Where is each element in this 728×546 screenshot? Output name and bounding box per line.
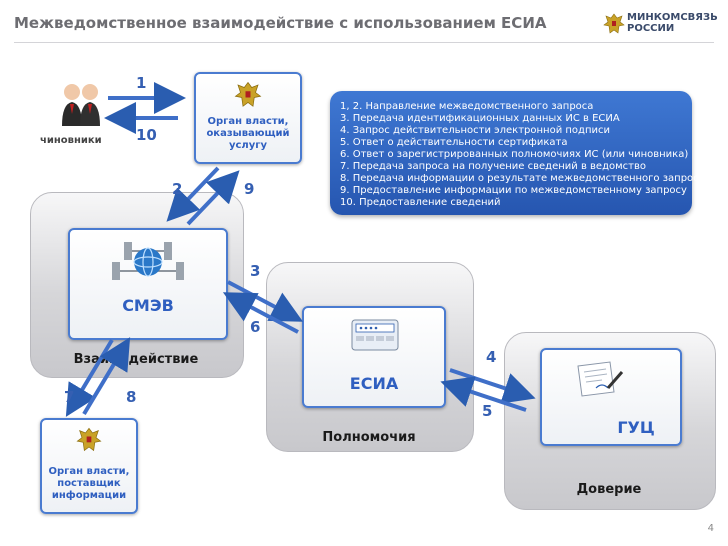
guc-node: ГУЦ <box>540 348 682 446</box>
step-3: 3 <box>250 262 261 280</box>
arrow-4 <box>449 368 536 404</box>
legend-item: 10. Предоставление сведений <box>340 197 501 208</box>
zone-trust-label: Доверие <box>576 482 642 497</box>
guc-label: ГУЦ <box>617 418 655 437</box>
legend-item: 4. Запрос действительности электронной п… <box>340 125 610 136</box>
title-divider <box>14 42 714 43</box>
arrow-3 <box>227 280 304 322</box>
authority-service-line-2: оказывающий <box>206 128 290 139</box>
coat-of-arms-icon <box>603 13 625 34</box>
password-keyboard-icon <box>351 319 399 351</box>
step-1: 1 <box>136 74 147 92</box>
legend-item: 7. Передача запроса на получение сведени… <box>340 161 646 172</box>
people-icon <box>62 84 100 126</box>
legend-item: 8. Передача информации о результате межв… <box>340 173 705 184</box>
legend-item: 1, 2. Направление межведомственного запр… <box>340 101 594 112</box>
page-number: 4 <box>707 523 714 534</box>
arrow-9 <box>186 170 240 226</box>
step-4: 4 <box>486 348 497 366</box>
smev-label: СМЭВ <box>122 296 174 315</box>
legend-item: 3. Передача идентификационных данных ИС … <box>340 113 620 124</box>
steps-legend-box: 1, 2. Направление межведомственного запр… <box>330 91 705 215</box>
step-8: 8 <box>126 388 137 406</box>
step-10: 10 <box>136 126 157 144</box>
coat-of-arms-icon <box>76 427 102 452</box>
steps-legend-list: 1, 2. Направление межведомственного запр… <box>340 101 705 209</box>
arrow-6 <box>222 292 299 334</box>
authority-service-node: Орган власти, оказывающий услугу <box>194 72 302 164</box>
coat-of-arms-icon <box>234 81 262 107</box>
step-7: 7 <box>64 388 75 406</box>
arrow-5 <box>440 376 527 412</box>
slide-title: Межведомственное взаимодействие с исполь… <box>14 14 547 32</box>
logo-line-2: РОССИИ <box>627 23 675 34</box>
authority-service-line-1: Орган власти, <box>207 116 289 127</box>
smev-node: СМЭВ <box>68 228 228 340</box>
esia-label: ЕСИА <box>349 374 399 393</box>
legend-item: 6. Ответ о зарегистрированных полномочия… <box>340 149 689 160</box>
step-6: 6 <box>250 318 261 336</box>
legend-item: 9. Предоставление информации по межведом… <box>340 185 687 196</box>
authority-supplier-line-3: информации <box>51 490 127 501</box>
authority-supplier-line-1: Орган власти, <box>48 466 130 477</box>
esia-node: ЕСИА <box>302 306 446 408</box>
logo-line-1: МИНКОМСВЯЗЬ <box>627 12 718 23</box>
step-2: 2 <box>172 180 183 198</box>
ministry-logo: МИНКОМСВЯЗЬ РОССИИ <box>627 12 718 34</box>
authority-supplier-node: Орган власти, поставщик информации <box>40 418 138 514</box>
step-5: 5 <box>482 402 493 420</box>
zone-authority-label: Полномочия <box>322 430 416 445</box>
signing-document-icon <box>577 361 624 397</box>
authority-service-line-3: услугу <box>228 140 268 151</box>
legend-item: 5. Ответ о действительности сертификата <box>340 137 568 148</box>
officials-label: чиновники <box>40 135 102 146</box>
arrow-8 <box>82 337 131 416</box>
authority-supplier-line-2: поставщик <box>57 478 121 489</box>
step-9: 9 <box>244 180 255 198</box>
network-globe-icon <box>112 242 184 280</box>
